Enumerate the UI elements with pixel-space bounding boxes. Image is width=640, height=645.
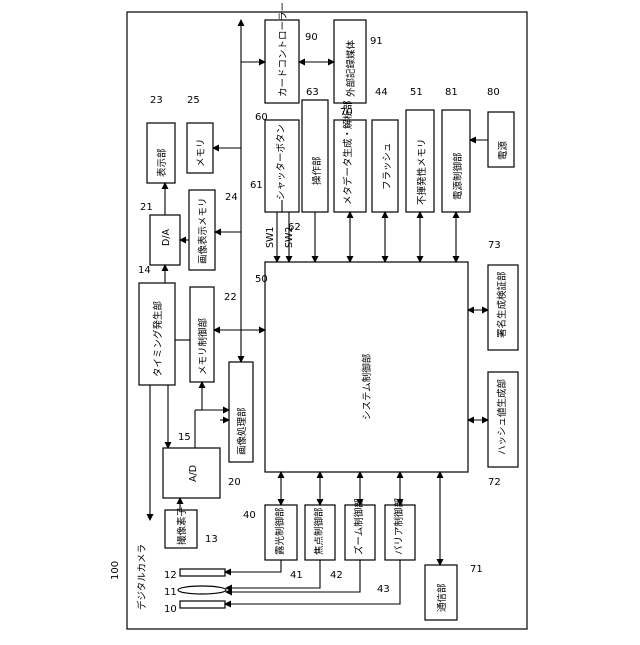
timing-generator-ref: 14 [138, 265, 151, 276]
image-processor-ref: 20 [228, 477, 241, 488]
external-media-ref: 91 [370, 36, 383, 47]
power-controller-label: 電源制御部 [452, 152, 464, 200]
card-controller-label: カードコントローラー [278, 2, 289, 97]
image-sensor-ref: 13 [205, 534, 218, 545]
image-display-memory-ref: 24 [225, 192, 238, 203]
image-display-memory-label: 画像表示メモリ [197, 197, 209, 264]
memory-text-group: メモリ [196, 138, 207, 167]
shutter-button-ref: 60 [255, 112, 268, 123]
display-ref: 23 [150, 95, 163, 106]
shutter-button-text-group: シャッターボタン [276, 124, 287, 200]
barrier-element [180, 601, 225, 608]
operation-unit-ref: 63 [306, 87, 319, 98]
flash-label: フラッシュ [382, 142, 393, 190]
nonvolatile-memory-label: 不揮発性メモリ [416, 138, 428, 205]
card-controller-ref: 90 [305, 32, 318, 43]
flash-ref: 44 [375, 87, 388, 98]
da-text-group: D/A [161, 228, 172, 246]
memory-label: メモリ [196, 138, 207, 167]
signature-unit-text-group: 署名生成検証部 [496, 271, 508, 338]
camera-ref: 100 [110, 561, 121, 580]
lens-ref: 11 [164, 587, 177, 598]
memory-controller-label: メモリ制御部 [197, 318, 209, 375]
metadata-unit-ref-70: 70 [340, 107, 353, 118]
flash-text-group: フラッシュ [382, 142, 393, 190]
barrier-controller-ref: 43 [377, 584, 390, 595]
communication-unit-ref: 71 [470, 564, 483, 575]
shutter-button-label: シャッターボタン [276, 124, 287, 200]
memory-controller-text-group: メモリ制御部 [197, 318, 209, 375]
image-sensor-label: 撮像素子 [176, 506, 188, 545]
operation-unit-box [302, 100, 328, 212]
ad-ref: 15 [178, 432, 191, 443]
ad-label: A/D [188, 465, 199, 482]
ad-text-group: A/D [188, 465, 199, 482]
exposure-controller-ref: 40 [243, 510, 256, 521]
focus-controller-label: 焦点制御部 [313, 507, 325, 555]
external-media-label: 外部記録媒体 [345, 39, 357, 97]
power-supply-ref: 80 [487, 87, 500, 98]
card-controller-text-group: カードコントローラー [278, 2, 289, 97]
operation-unit-label: 操作部 [311, 156, 323, 185]
lens-element [178, 586, 226, 594]
sw1-text-group: SW1 [265, 227, 276, 248]
operation-unit-text-group: 操作部 [311, 156, 323, 185]
communication-unit-label: 通信部 [436, 583, 448, 612]
nonvolatile-memory-text-group: 不揮発性メモリ [416, 138, 428, 205]
exposure-controller-label: 露光制御部 [274, 507, 286, 555]
camera-title-group: デジタルカメラ [136, 544, 148, 610]
camera-ref-group: 100 [110, 561, 121, 580]
power-controller-text-group: 電源制御部 [452, 152, 464, 200]
image-display-memory-text-group: 画像表示メモリ [197, 197, 209, 264]
camera-title: デジタルカメラ [136, 544, 148, 610]
barrier-controller-text-group: バリア制御部 [393, 498, 405, 555]
system-controller-label: システム制御部 [361, 354, 373, 420]
hash-unit-label: ハッシュ値生成部 [496, 379, 508, 455]
signature-unit-label: 署名生成検証部 [496, 271, 508, 338]
zoom-controller-ref: 42 [330, 570, 343, 581]
sw1-ref: 61 [250, 180, 263, 191]
power-supply-label: 電源 [498, 140, 509, 160]
sw1-label: SW1 [265, 227, 276, 248]
focus-controller-text-group: 焦点制御部 [313, 507, 325, 555]
shutter-element [180, 569, 225, 576]
memory-ref: 25 [187, 95, 200, 106]
image-processor-text-group: 画像処理部 [236, 407, 248, 455]
zoom-controller-text-group: ズーム制御部 [353, 498, 365, 555]
da-ref: 21 [140, 202, 153, 213]
da-label: D/A [161, 228, 172, 246]
shutter-ref: 12 [164, 570, 177, 581]
nonvolatile-memory-ref: 51 [410, 87, 423, 98]
memory-controller-ref: 22 [224, 292, 237, 303]
timing-generator-label: タイミング発生部 [152, 301, 164, 377]
barrier-controller-label: バリア制御部 [393, 498, 405, 555]
barrier-ref: 10 [164, 604, 177, 615]
hash-unit-ref: 72 [488, 477, 501, 488]
system-controller-text-group: システム制御部 [361, 354, 373, 420]
image-sensor-text-group: 撮像素子 [176, 506, 188, 545]
communication-unit-text-group: 通信部 [436, 583, 448, 612]
display-text-group: 表示部 [156, 148, 168, 177]
power-controller-ref: 81 [445, 87, 458, 98]
signature-unit-ref: 73 [488, 240, 501, 251]
zoom-controller-label: ズーム制御部 [353, 498, 365, 555]
focus-controller-ref: 41 [290, 570, 303, 581]
timing-generator-text-group: タイミング発生部 [152, 301, 164, 377]
exposure-controller-text-group: 露光制御部 [274, 507, 286, 555]
hash-unit-text-group: ハッシュ値生成部 [496, 379, 508, 455]
external-media-text-group: 外部記録媒体 [345, 39, 357, 97]
image-processor-label: 画像処理部 [236, 407, 248, 455]
system-controller-ref: 50 [255, 274, 268, 285]
display-label: 表示部 [156, 148, 168, 177]
power-supply-text-group: 電源 [498, 140, 509, 160]
